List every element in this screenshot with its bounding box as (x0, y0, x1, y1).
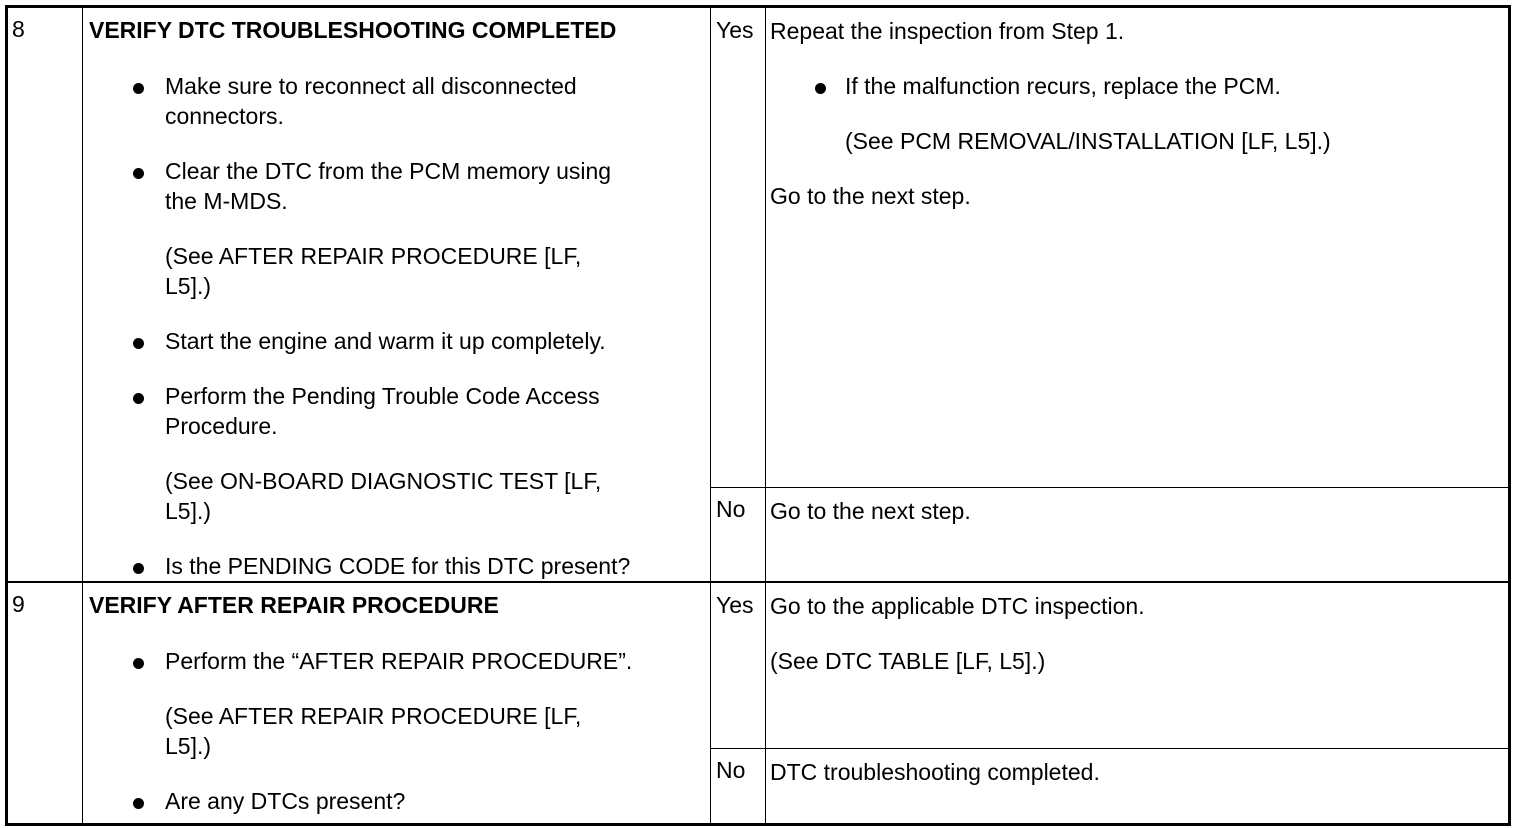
yes-label-cell: Yes (711, 583, 766, 748)
yes-action-cell: Go to the applicable DTC inspection. (Se… (766, 583, 1508, 748)
reference-link[interactable]: (See AFTER REPAIR PROCEDURE [LF, (165, 703, 582, 729)
no-label-cell: No (711, 749, 766, 823)
inspection-cell: VERIFY AFTER REPAIR PROCEDURE Perform th… (83, 583, 711, 823)
troubleshooting-table: 8 VERIFY DTC TROUBLESHOOTING COMPLETED M… (5, 5, 1511, 826)
yes-no-divider (711, 748, 1508, 749)
yes-label: Yes (716, 17, 754, 43)
inspection-cell: VERIFY DTC TROUBLESHOOTING COMPLETED Mak… (83, 8, 711, 581)
bullet-icon (133, 162, 153, 182)
reference-link[interactable]: (See DTC TABLE [LF, L5].) (770, 648, 1046, 674)
inspection-title: VERIFY DTC TROUBLESHOOTING COMPLETED (89, 17, 617, 43)
instruction-text: Start the engine and warm it up complete… (165, 328, 606, 354)
instruction-text: the M-MDS. (165, 188, 288, 214)
reference-link[interactable]: L5].) (165, 273, 212, 299)
reference-link[interactable]: (See ON-BOARD DIAGNOSTIC TEST [LF, (165, 468, 602, 494)
step-number-cell: 8 (8, 8, 83, 581)
yes-label-cell: Yes (711, 8, 766, 487)
action-text: Go to the applicable DTC inspection. (770, 593, 1145, 619)
no-action-cell: DTC troubleshooting completed. (766, 749, 1508, 823)
no-label: No (716, 757, 746, 783)
instruction-text: Make sure to reconnect all disconnected (165, 73, 577, 99)
no-action-cell: Go to the next step. (766, 488, 1508, 583)
action-text: If the malfunction recurs, replace the P… (845, 73, 1281, 99)
yes-no-divider (711, 487, 1508, 488)
step-number-cell: 9 (8, 583, 83, 823)
reference-link[interactable]: L5].) (165, 498, 212, 524)
bullet-icon (133, 332, 153, 352)
bullet-icon (133, 652, 153, 672)
question-text: Is the PENDING CODE for this DTC present… (165, 553, 631, 579)
instruction-text: connectors. (165, 103, 284, 129)
action-text: DTC troubleshooting completed. (770, 759, 1100, 785)
step-number: 8 (12, 16, 25, 42)
step-row-8: 8 VERIFY DTC TROUBLESHOOTING COMPLETED M… (8, 8, 1508, 583)
action-text: Go to the next step. (770, 498, 971, 524)
step-row-9: 9 VERIFY AFTER REPAIR PROCEDURE Perform … (8, 583, 1508, 823)
bullet-icon (133, 387, 153, 407)
yes-label: Yes (716, 592, 754, 618)
no-label: No (716, 496, 746, 522)
bullet-icon (815, 77, 835, 97)
question-text: Are any DTCs present? (165, 788, 406, 814)
step-number: 9 (12, 591, 25, 617)
instruction-text: Procedure. (165, 413, 278, 439)
reference-link[interactable]: (See PCM REMOVAL/INSTALLATION [LF, L5].) (845, 128, 1331, 154)
bullet-icon (133, 557, 153, 577)
instruction-text: Perform the Pending Trouble Code Access (165, 383, 600, 409)
reference-link[interactable]: (See AFTER REPAIR PROCEDURE [LF, (165, 243, 582, 269)
reference-link[interactable]: L5].) (165, 733, 212, 759)
instruction-text: Perform the “AFTER REPAIR PROCEDURE”. (165, 648, 633, 674)
no-label-cell: No (711, 488, 766, 583)
inspection-title: VERIFY AFTER REPAIR PROCEDURE (89, 592, 499, 618)
action-text: Go to the next step. (770, 183, 971, 209)
action-text: Repeat the inspection from Step 1. (770, 18, 1125, 44)
yes-action-cell: Repeat the inspection from Step 1. If th… (766, 8, 1508, 487)
instruction-text: Clear the DTC from the PCM memory using (165, 158, 612, 184)
bullet-icon (133, 77, 153, 97)
bullet-icon (133, 792, 153, 812)
